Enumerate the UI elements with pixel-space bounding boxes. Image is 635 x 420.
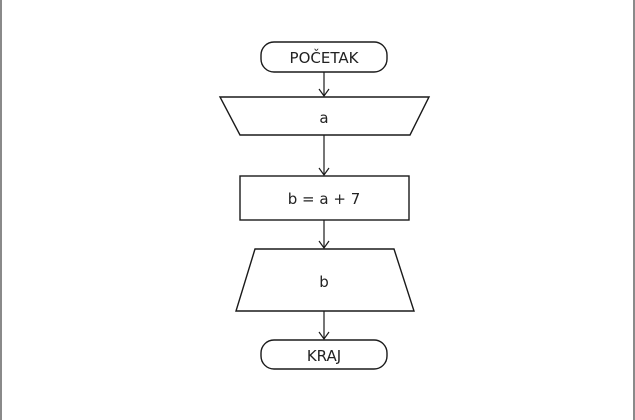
edge-process-to-output	[318, 220, 330, 250]
input-label: a	[319, 109, 328, 127]
start-label: POČETAK	[290, 48, 360, 67]
end-node: KRAJ	[260, 339, 388, 370]
output-node: b	[235, 248, 415, 312]
edge-output-to-end	[318, 311, 330, 341]
start-node: POČETAK	[260, 41, 388, 73]
process-node: b = a + 7	[239, 175, 410, 221]
end-label: KRAJ	[307, 347, 341, 365]
edge-start-to-input	[318, 72, 330, 98]
output-label: b	[319, 273, 329, 291]
input-node: a	[218, 96, 431, 136]
edge-input-to-process	[318, 135, 330, 177]
process-label: b = a + 7	[288, 190, 360, 208]
